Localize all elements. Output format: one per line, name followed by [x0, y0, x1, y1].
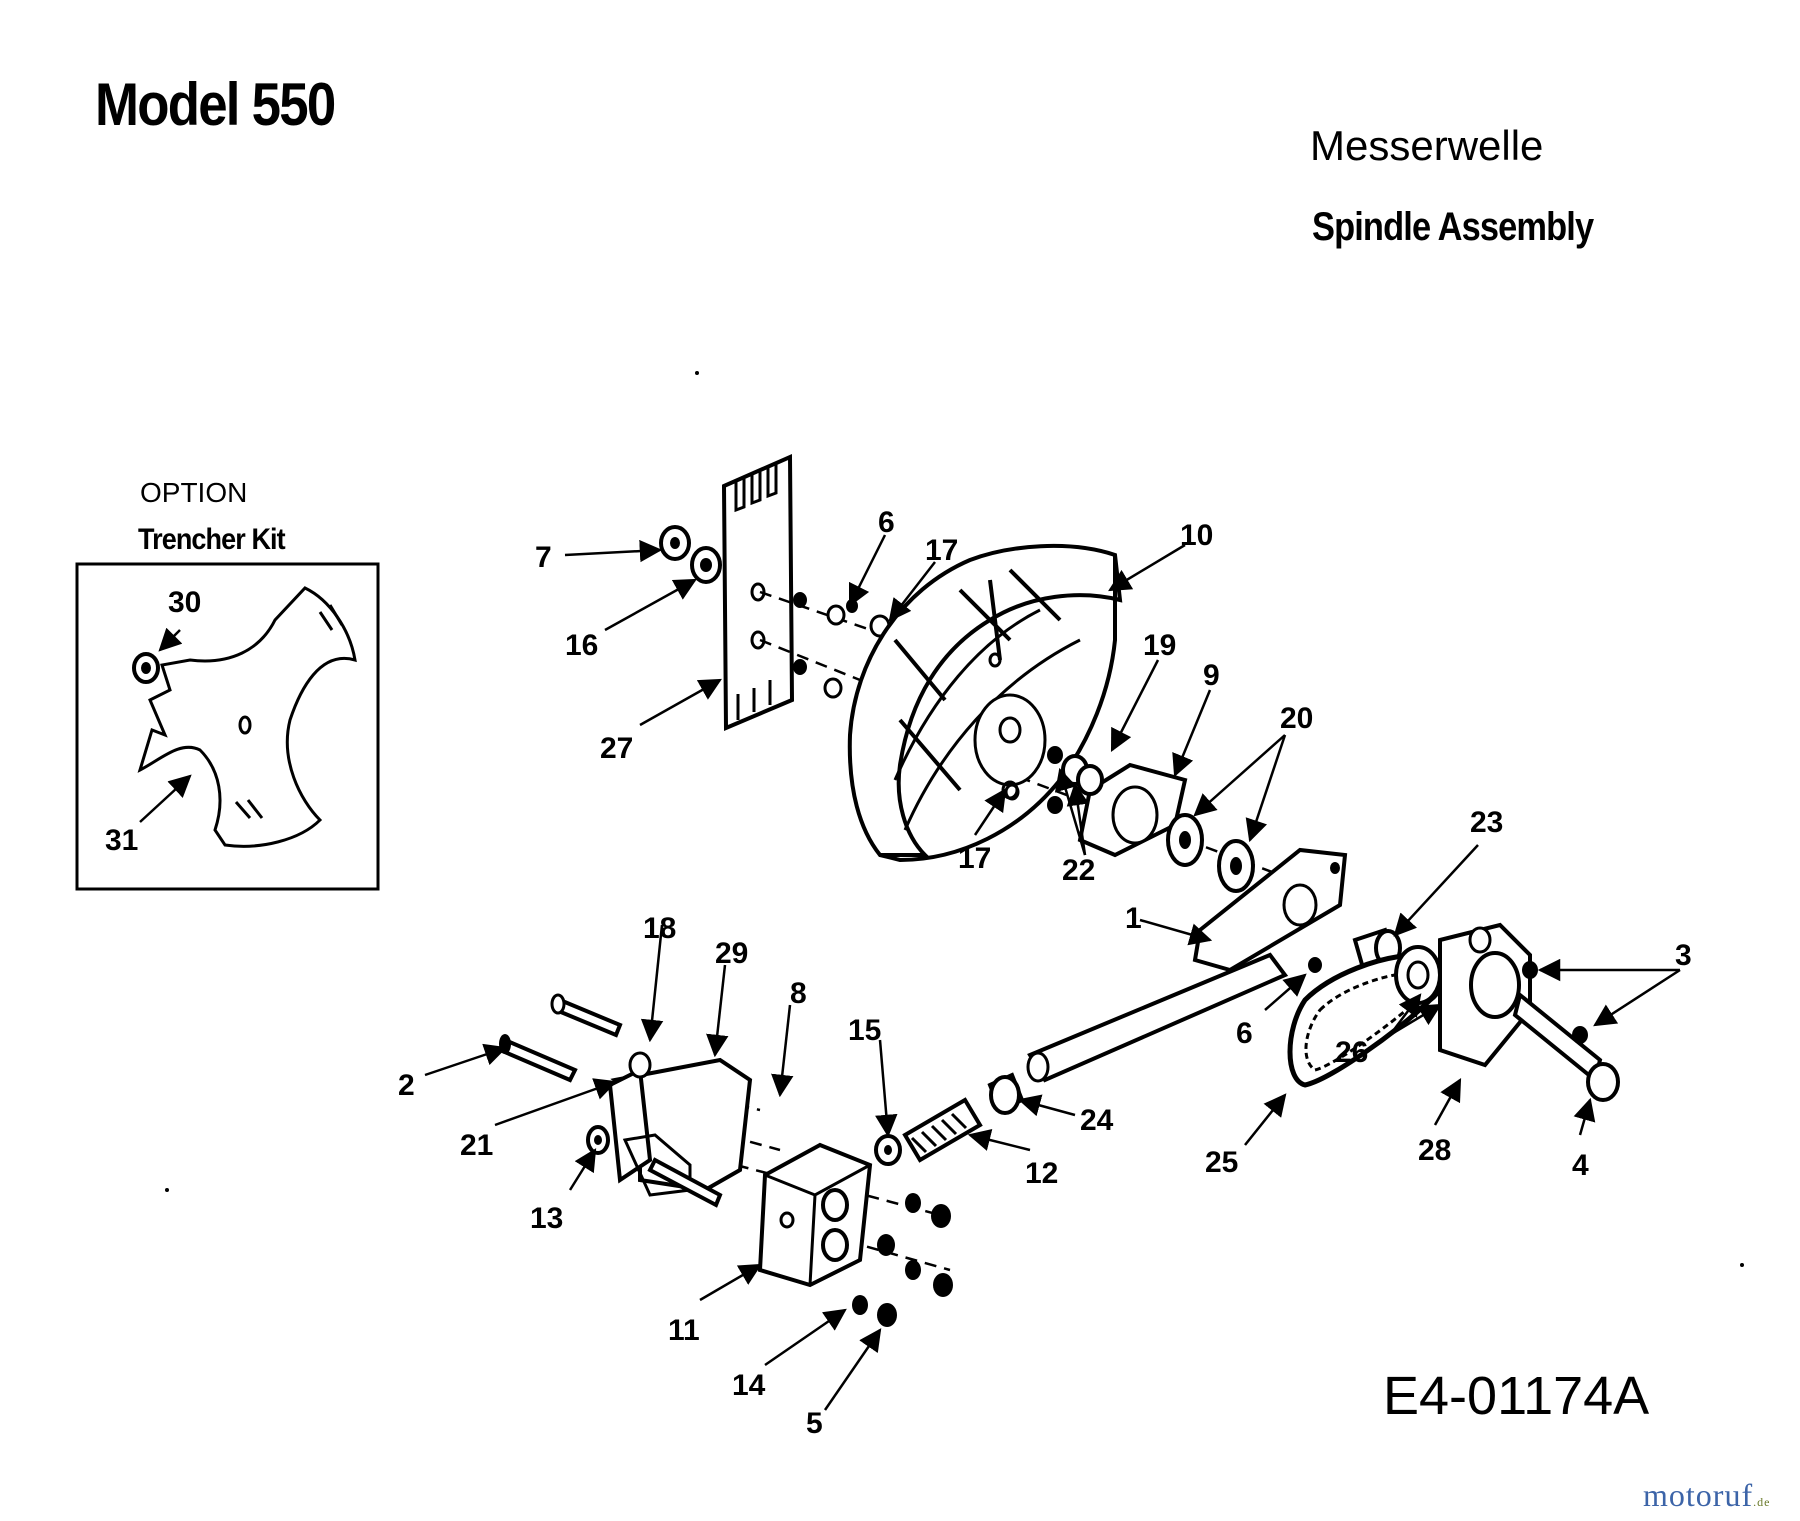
option-label: OPTION	[140, 477, 248, 508]
callout-28: 28	[1418, 1134, 1451, 1167]
callout-13: 13	[530, 1202, 563, 1235]
gear-case	[1308, 922, 1620, 1102]
brand-name: motoruf	[1643, 1477, 1754, 1513]
spring	[874, 1097, 983, 1166]
callout-16: 16	[565, 629, 598, 662]
callout-25: 25	[1205, 1146, 1238, 1179]
callout-19: 19	[1143, 629, 1176, 662]
title-english: Spindle Assembly	[1312, 205, 1594, 249]
callout-8: 8	[790, 977, 807, 1010]
callout-7: 7	[535, 541, 552, 574]
callout-4: 4	[1572, 1149, 1589, 1182]
hitch-block	[757, 1142, 873, 1288]
trencher-kit-label: Trencher Kit	[138, 523, 286, 556]
callout-30: 30	[168, 586, 201, 619]
callout-12: 12	[1025, 1157, 1058, 1190]
callout-31: 31	[105, 824, 138, 857]
callout-24: 24	[1080, 1104, 1114, 1137]
bolts	[497, 993, 723, 1208]
callout-22: 22	[1062, 854, 1095, 887]
callout-leaders	[424, 534, 1681, 1411]
callout-5: 5	[806, 1407, 823, 1440]
callout-17-upper: 17	[925, 534, 958, 567]
callout-21: 21	[460, 1129, 493, 1162]
nut-and-washer	[659, 525, 722, 584]
callout-1: 1	[1125, 902, 1142, 935]
chain-and-sprocket	[1287, 945, 1445, 1088]
small-washers	[793, 592, 1020, 801]
brand-logo[interactable]: motoruf.de	[1643, 1477, 1770, 1514]
brand-suffix: .de	[1753, 1495, 1771, 1509]
callout-6-upper: 6	[878, 506, 895, 539]
callout-17-lower: 17	[958, 842, 991, 875]
nuts	[852, 1193, 953, 1327]
callout-23: 23	[1470, 806, 1503, 839]
washer-icon	[132, 652, 160, 684]
callout-9: 9	[1203, 659, 1220, 692]
trencher-kit-box	[75, 562, 380, 891]
callout-numbers: 1 2 3 4 5 6 6 7 8 9 10 11 12 13 14 15 16…	[105, 506, 1692, 1440]
callout-15: 15	[848, 1014, 881, 1047]
callout-26: 26	[1335, 1036, 1368, 1069]
callout-20: 20	[1280, 702, 1313, 735]
bearings	[1166, 813, 1255, 893]
callout-14: 14	[732, 1369, 766, 1402]
callout-2: 2	[398, 1069, 415, 1102]
flat-tine-plate	[721, 453, 795, 732]
drawing-code: E4-01174A	[1383, 1366, 1650, 1426]
callout-27: 27	[600, 732, 633, 765]
title-german: Messerwelle	[1310, 122, 1544, 169]
callout-3: 3	[1675, 939, 1692, 972]
callout-6-lower: 6	[1236, 1017, 1253, 1050]
callout-18: 18	[643, 912, 676, 945]
gear-case-plate	[1192, 847, 1348, 973]
tine-shield	[847, 543, 1123, 863]
callout-29: 29	[715, 937, 748, 970]
callout-10: 10	[1180, 519, 1213, 552]
mounting-bracket	[586, 1051, 753, 1197]
callout-11: 11	[668, 1314, 700, 1347]
model-title: Model 550	[95, 71, 336, 138]
